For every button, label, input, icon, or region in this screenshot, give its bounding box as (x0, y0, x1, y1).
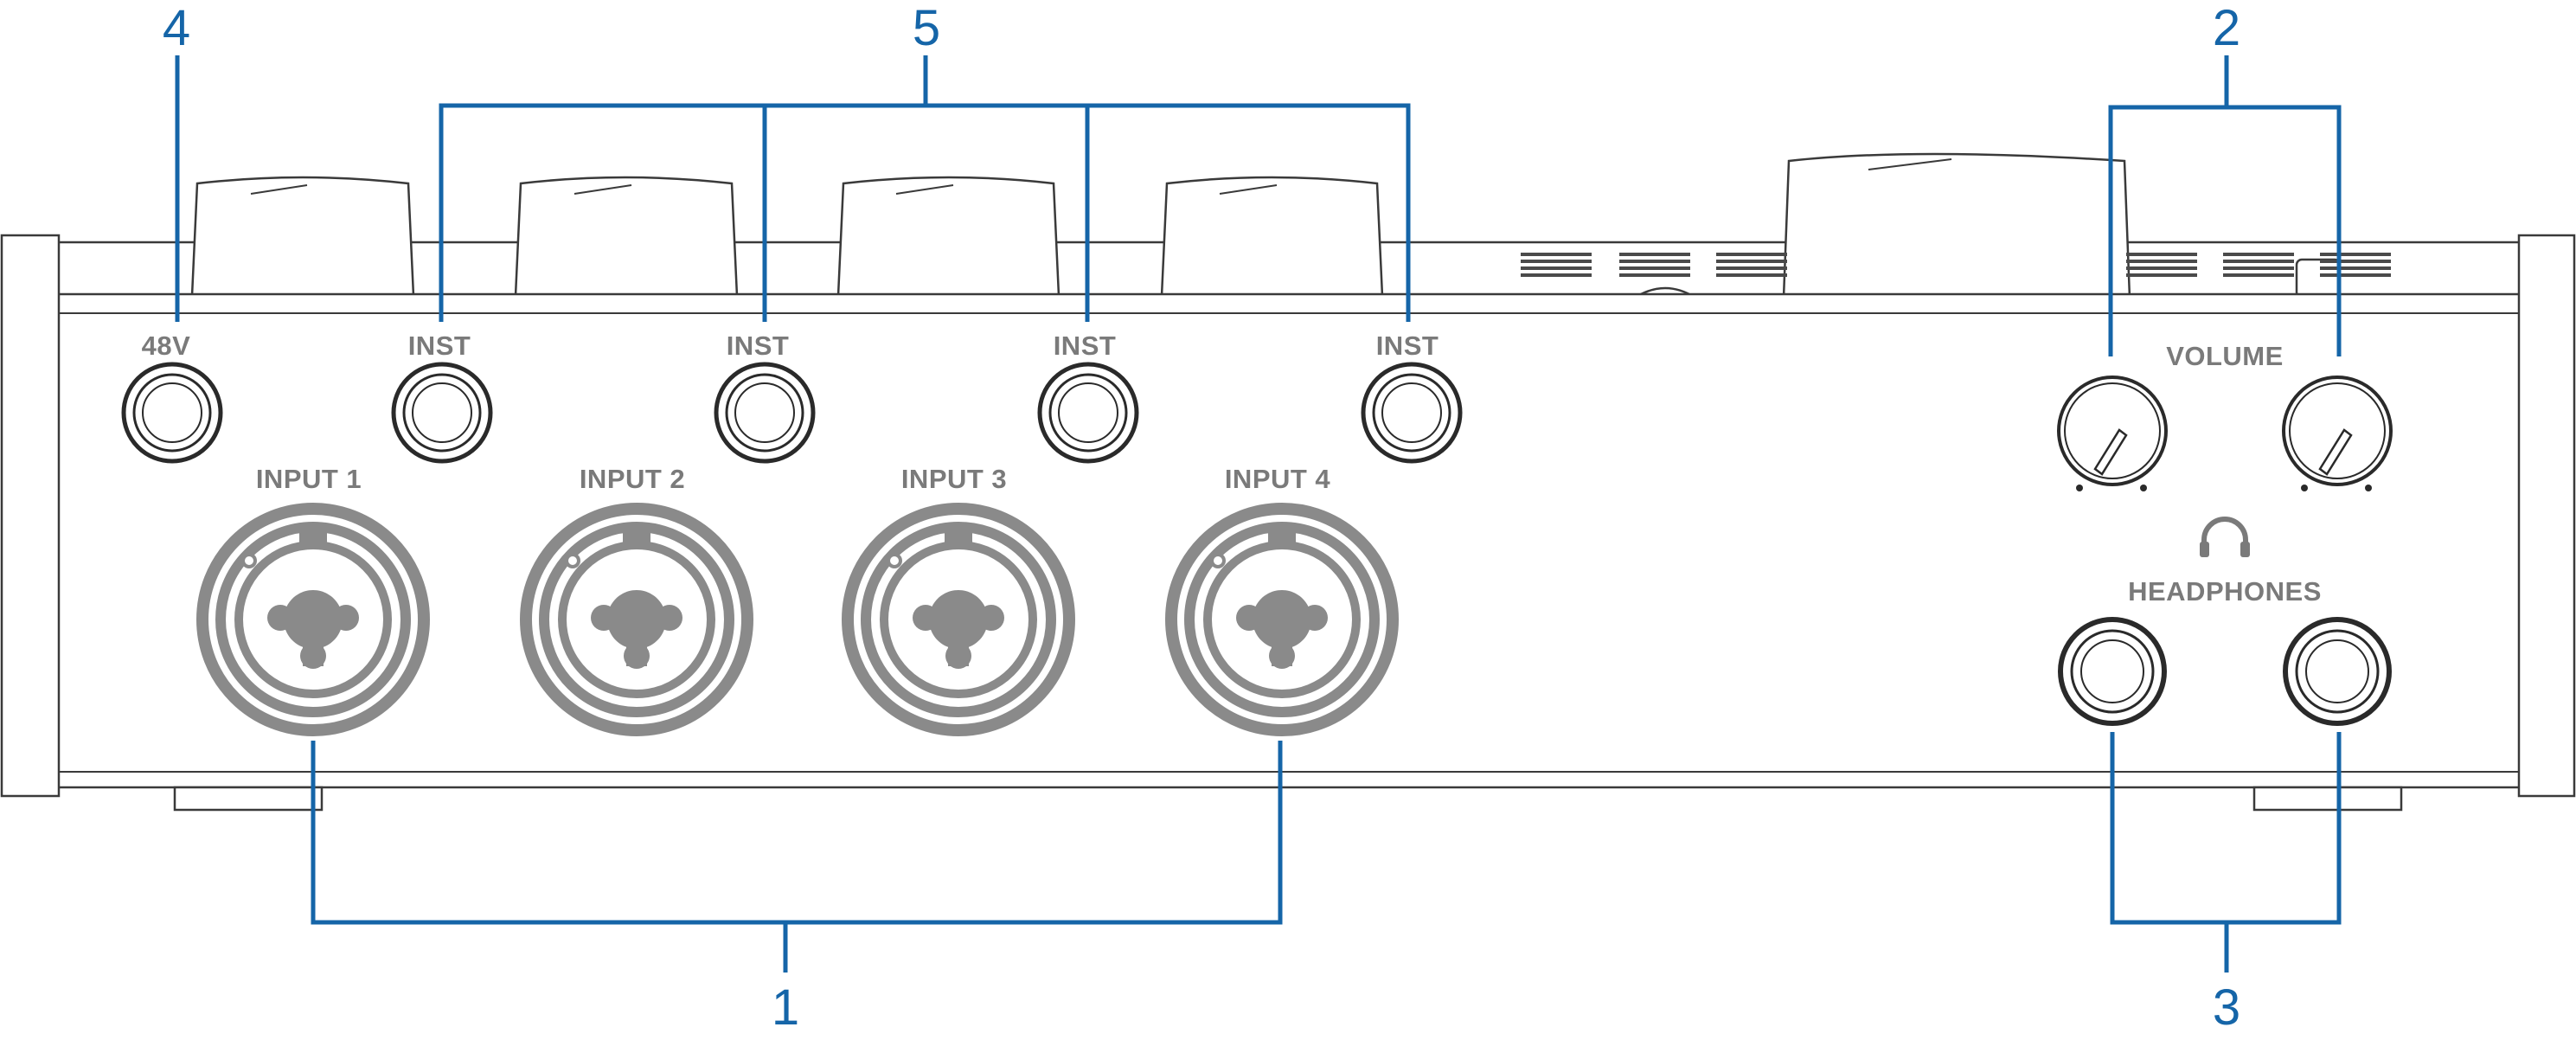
button-inst-4[interactable] (1361, 362, 1463, 464)
callout-3-bracket (2110, 732, 2342, 973)
label-inst-2: INST (727, 331, 790, 361)
vents (1521, 253, 2391, 277)
gain-knob-tops (190, 152, 2342, 299)
combo-input-3[interactable] (842, 503, 1075, 736)
label-input-4: INPUT 4 (1225, 464, 1331, 494)
headphone-output-2[interactable] (2283, 617, 2392, 726)
volume-knob-left[interactable] (2057, 376, 2168, 491)
button-48v[interactable] (121, 362, 223, 464)
label-headphones: HEADPHONES (2128, 576, 2322, 607)
left-foot (173, 786, 324, 812)
button-inst-3[interactable] (1037, 362, 1139, 464)
callout-number-2: 2 (2213, 0, 2240, 56)
right-end-cap (2517, 234, 2576, 798)
headphone-output-1[interactable] (2058, 617, 2167, 726)
label-inst-1: INST (408, 331, 471, 361)
callout-2-bracket (2108, 55, 2342, 356)
label-input-2: INPUT 2 (580, 464, 685, 494)
label-inst-3: INST (1054, 331, 1117, 361)
button-inst-1[interactable] (391, 362, 493, 464)
combo-input-4[interactable] (1165, 503, 1399, 736)
combo-input-1[interactable] (196, 503, 430, 736)
volume-knob-right[interactable] (2282, 376, 2393, 491)
callout-number-3: 3 (2213, 979, 2240, 1036)
callout-1-bracket (311, 741, 1283, 973)
headphones-icon (2200, 517, 2250, 557)
callout-number-1: 1 (772, 979, 799, 1036)
left-end-cap (0, 234, 61, 798)
button-inst-2[interactable] (714, 362, 816, 464)
label-48v: 48V (142, 331, 191, 361)
label-inst-4: INST (1376, 331, 1439, 361)
callout-5-bracket (439, 55, 1411, 322)
right-foot (2252, 786, 2403, 812)
label-input-3: INPUT 3 (901, 464, 1007, 494)
combo-input-2[interactable] (520, 503, 753, 736)
callout-number-5: 5 (913, 0, 940, 56)
label-volume: VOLUME (2166, 341, 2284, 371)
label-input-1: INPUT 1 (256, 464, 362, 494)
callout-number-4: 4 (163, 0, 190, 56)
